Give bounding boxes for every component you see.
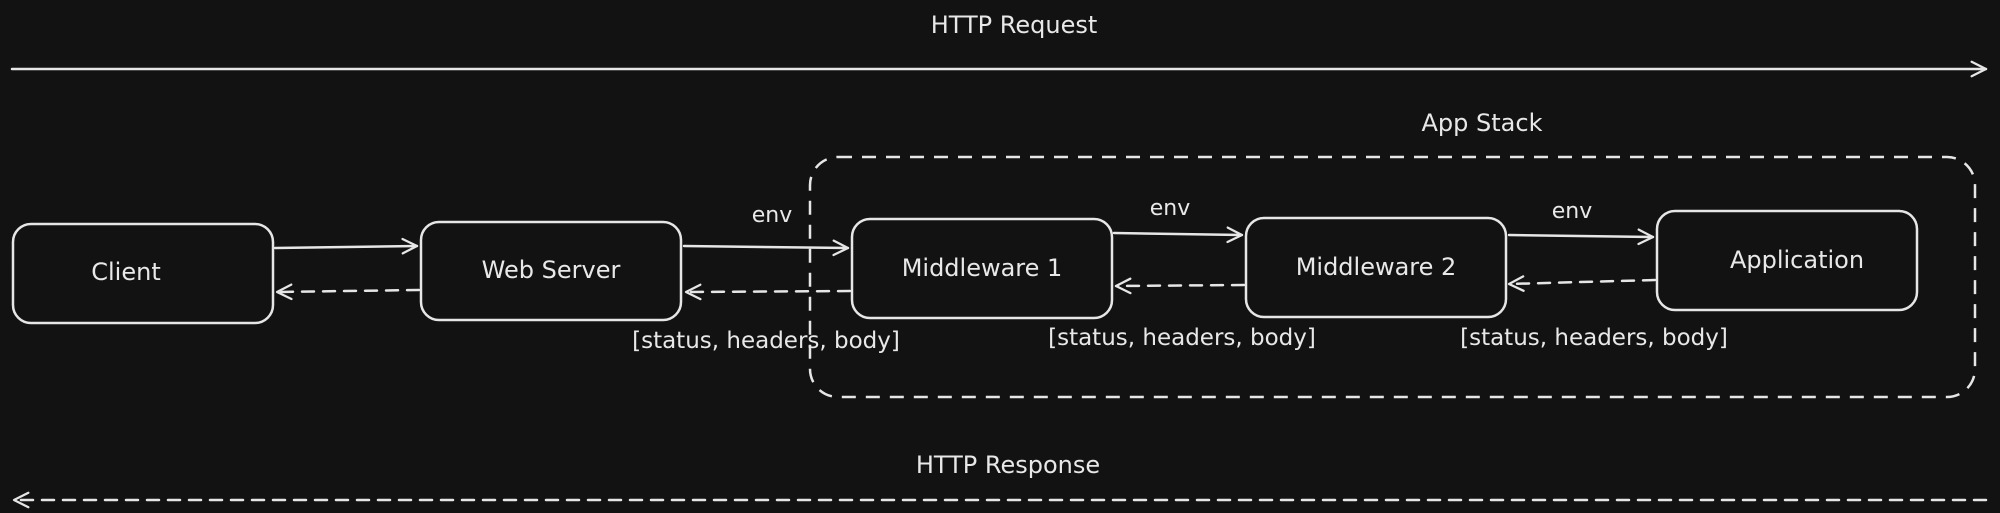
env-label-1: env: [752, 203, 793, 228]
middleware-1-label: Middleware 1: [902, 254, 1063, 282]
client-to-webserver-arrow: [273, 237, 419, 255]
response-tuple-label-2: [status, headers, body]: [1048, 325, 1316, 351]
http-response-label: HTTP Response: [916, 451, 1100, 479]
webserver-to-client-return-arrow: [275, 283, 421, 301]
response-tuple-label-3: [status, headers, body]: [1460, 325, 1728, 351]
application-node: Application: [1655, 209, 1919, 312]
web-server-label: Web Server: [482, 256, 621, 284]
client-node: Client: [11, 222, 275, 325]
response-tuple-label-1: [status, headers, body]: [632, 328, 900, 354]
middleware-1-node: Middleware 1: [850, 217, 1114, 320]
http-request-label: HTTP Request: [931, 11, 1098, 39]
application-to-middleware2-return-arrow: [1507, 275, 1657, 292]
middleware1-to-middleware2-arrow: [1112, 226, 1244, 244]
webserver-to-middleware1-arrow: [682, 239, 850, 257]
middleware2-to-middleware1-return-arrow: [1114, 277, 1246, 295]
client-label: Client: [91, 258, 160, 286]
app-stack-container: [808, 155, 1977, 399]
middleware-2-node: Middleware 2: [1244, 216, 1508, 319]
env-label-3: env: [1552, 199, 1593, 224]
application-label: Application: [1730, 246, 1864, 274]
middleware2-to-application-arrow: [1507, 228, 1655, 246]
app-stack-label: App Stack: [1422, 109, 1543, 137]
middleware-2-label: Middleware 2: [1296, 253, 1457, 281]
middleware1-to-webserver-return-arrow: [684, 283, 852, 301]
web-server-node: Web Server: [419, 220, 683, 322]
env-label-2: env: [1150, 196, 1191, 221]
